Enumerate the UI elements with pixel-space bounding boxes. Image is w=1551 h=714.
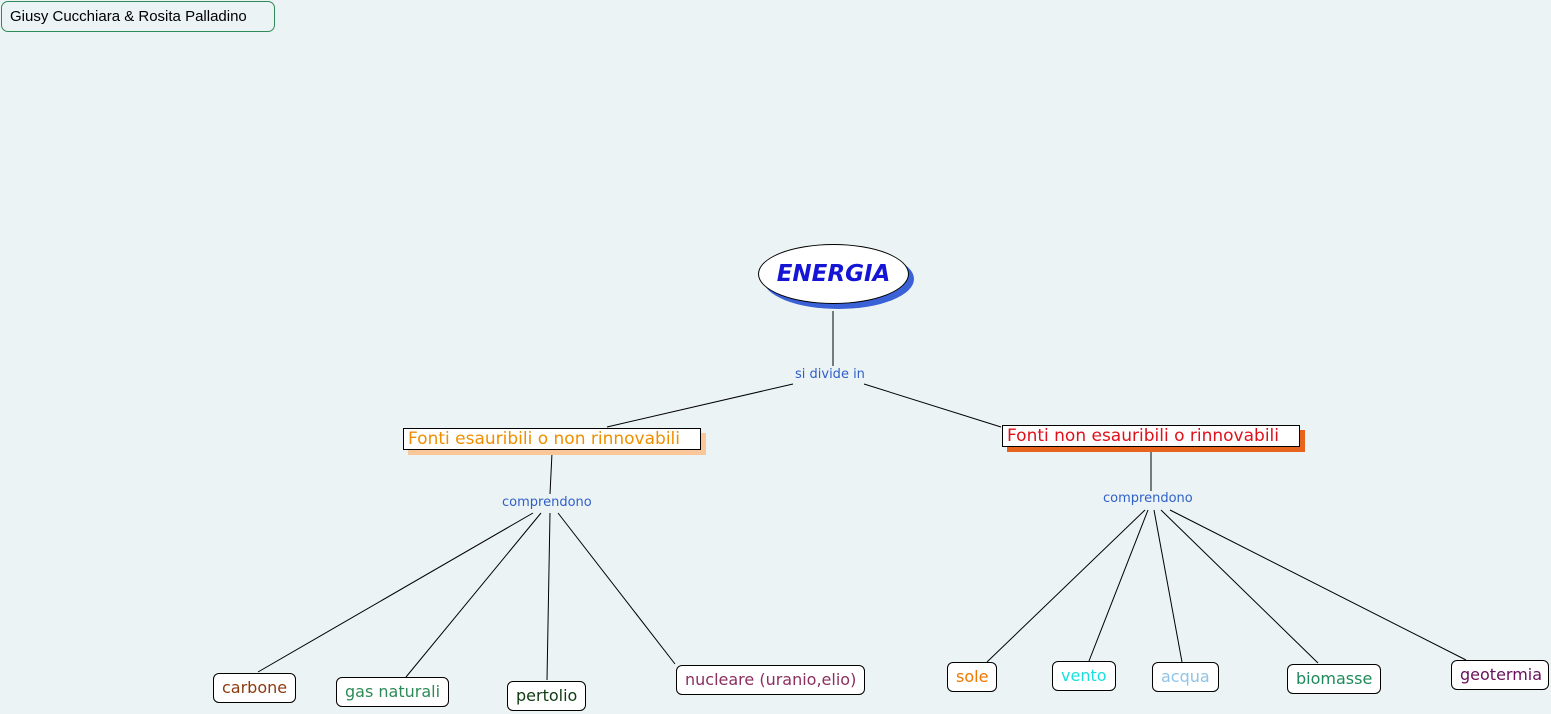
- connector-left-link-to-carbone: [257, 512, 534, 673]
- connector-right-link-to-geotermia: [1169, 509, 1467, 661]
- leaf-biomasse[interactable]: biomasse: [1287, 664, 1382, 694]
- connector-right-link-to-biomasse: [1160, 509, 1319, 664]
- connector-link-to-right: [863, 383, 1002, 428]
- leaf-vento[interactable]: vento: [1052, 661, 1116, 691]
- category-fonti-esauribili[interactable]: Fonti esauribili o non rinnovabili: [403, 428, 701, 450]
- link-label-comprendono-right: comprendono: [1103, 491, 1193, 506]
- leaf-carbone[interactable]: carbone: [213, 673, 297, 703]
- connector-right-link-to-acqua: [1153, 509, 1183, 663]
- connector-link-to-left: [606, 383, 794, 428]
- connector-right-link-to-sole: [986, 509, 1146, 663]
- connector-left-link-to-nucleare: [557, 512, 676, 665]
- authors-label: Giusy Cucchiara & Rosita Palladino: [1, 1, 275, 32]
- leaf-acqua[interactable]: acqua: [1152, 662, 1219, 692]
- category-fonti-non-esauribili[interactable]: Fonti non esauribili o rinnovabili: [1002, 425, 1300, 447]
- connector-right-link-to-vento: [1088, 509, 1149, 662]
- leaf-nucleare[interactable]: nucleare (uranio,elio): [676, 665, 866, 695]
- connector-left-to-link: [549, 452, 553, 495]
- link-label-comprendono-left: comprendono: [502, 495, 592, 510]
- leaf-pertolio[interactable]: pertolio: [507, 681, 587, 711]
- leaf-gas-naturali[interactable]: gas naturali: [336, 677, 450, 707]
- root-node-energia[interactable]: ENERGIA: [758, 244, 909, 304]
- link-label-si-divide-in: si divide in: [795, 367, 865, 382]
- connector-left-link-to-pertolio: [546, 512, 551, 681]
- leaf-sole[interactable]: sole: [947, 662, 998, 692]
- leaf-geotermia[interactable]: geotermia: [1451, 660, 1549, 690]
- connector-left-link-to-gas: [405, 512, 542, 678]
